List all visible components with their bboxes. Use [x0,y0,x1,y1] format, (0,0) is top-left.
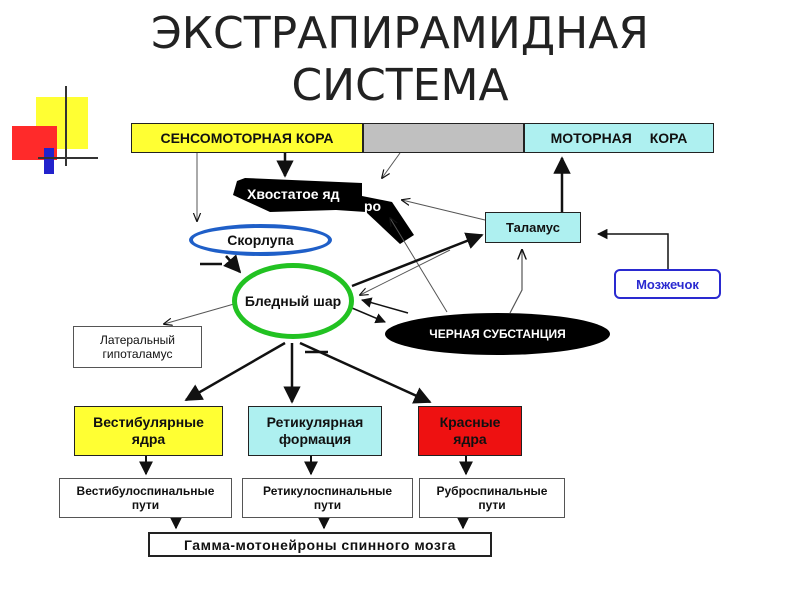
decorative-blue-square [44,148,54,174]
reticular-formation-label-line1: Ретикулярная [266,414,364,430]
red-nuclei-label-line2: ядра [453,431,487,447]
putamen-label: Скорлупа [227,232,294,248]
title-line-2: СИСТЕМА [291,60,509,111]
vestibular-nuclei-label-line1: Вестибулярные [93,414,204,430]
arrow-pallidus-to-red [299,341,432,404]
arrow-cerebellum-to-thalamus [596,228,669,269]
cerebellum-box: Мозжечок [614,269,721,299]
arrow-putamen-to-pallidus [223,254,242,274]
vestibulospinal-tract-box: Вестибулоспинальные пути [59,478,232,518]
thalamus-label: Таламус [506,220,560,235]
lateral-hypothalamus-label-line1: Латеральный [100,333,175,347]
reticulospinal-label-line1: Ретикулоспинальные [262,484,393,498]
arrow-gray-to-caudate [382,152,401,178]
cerebellum-label: Мозжечок [636,276,699,292]
title-line-1: ЭКСТРАПИРАМИДНАЯ [151,8,649,59]
gamma-motoneurons-box: Гамма-мотонейроны спинного мозга [148,532,492,557]
gamma-motoneurons-label: Гамма-мотонейроны спинного мозга [184,536,456,553]
vestibular-nuclei-label-line2: ядра [131,431,166,447]
lateral-hypothalamus-label-line2: гипоталамус [102,347,173,361]
arrow-nigra-to-pallidus [360,297,409,314]
lateral-hypothalamus-box: Латеральный гипоталамус [73,326,202,368]
motor-cortex-box: МОТОРНАЯ КОРА [524,123,714,153]
sensory-motor-cortex-label: СЕНСОМОТОРНАЯ КОРА [160,130,334,146]
rubrospinal-label-line1: Руброспинальные [436,484,548,498]
reticulospinal-tract-box: Ретикулоспинальные пути [242,478,413,518]
caudate-nucleus-label-part1: Хвостатое яд [247,186,340,202]
rubrospinal-label-line2: пути [478,498,506,512]
reticular-formation-label-line2: формация [278,431,352,447]
globus-pallidus-ellipse: Бледный шар [232,263,354,339]
vestibular-nuclei-box: Вестибулярные ядра [74,406,223,456]
red-nuclei-box: Красные ядра [418,406,522,456]
arrow-pallidus-to-nigra [351,307,386,324]
red-nuclei-label-line1: Красные [439,414,501,430]
caudate-nucleus-label-part2: ро [364,198,382,214]
reticular-formation-box: Ретикулярная формация [248,406,382,456]
arrow-pallidus-to-vestibular [184,341,286,402]
substantia-nigra-label: ЧЕРНАЯ СУБСТАНЦИЯ [429,327,566,341]
motor-cortex-label: МОТОРНАЯ КОРА [550,130,688,146]
sensory-motor-cortex-box: СЕНСОМОТОРНАЯ КОРА [131,123,363,153]
vestibulospinal-label-line1: Вестибулоспинальные [76,484,215,498]
arrow-pallidus-to-thalamus [351,232,484,288]
reticulospinal-label-line2: пути [313,498,342,512]
arrow-nigra-to-caudate [390,218,448,313]
arrow-thalamus-to-caudate [402,200,486,221]
decorative-vertical-line [65,86,67,166]
vestibulospinal-label-line2: пути [131,498,160,512]
globus-pallidus-label-line1: Бледный [244,293,310,309]
arrow-pallidus-to-hypothalamus [164,303,235,324]
arrow-to-pallidus-thin [360,249,451,295]
cortex-gray-segment [363,123,524,153]
decorative-horizontal-line [38,157,98,159]
globus-pallidus-label-line2: шар [313,293,342,309]
rubrospinal-tract-box: Руброспинальные пути [419,478,565,518]
thalamus-box: Таламус [485,212,581,243]
caudate-nucleus-shape [233,178,414,244]
putamen-ellipse: Скорлупа [189,224,332,256]
arrow-nigra-to-thalamus [509,250,522,314]
substantia-nigra-ellipse: ЧЕРНАЯ СУБСТАНЦИЯ [385,313,610,355]
